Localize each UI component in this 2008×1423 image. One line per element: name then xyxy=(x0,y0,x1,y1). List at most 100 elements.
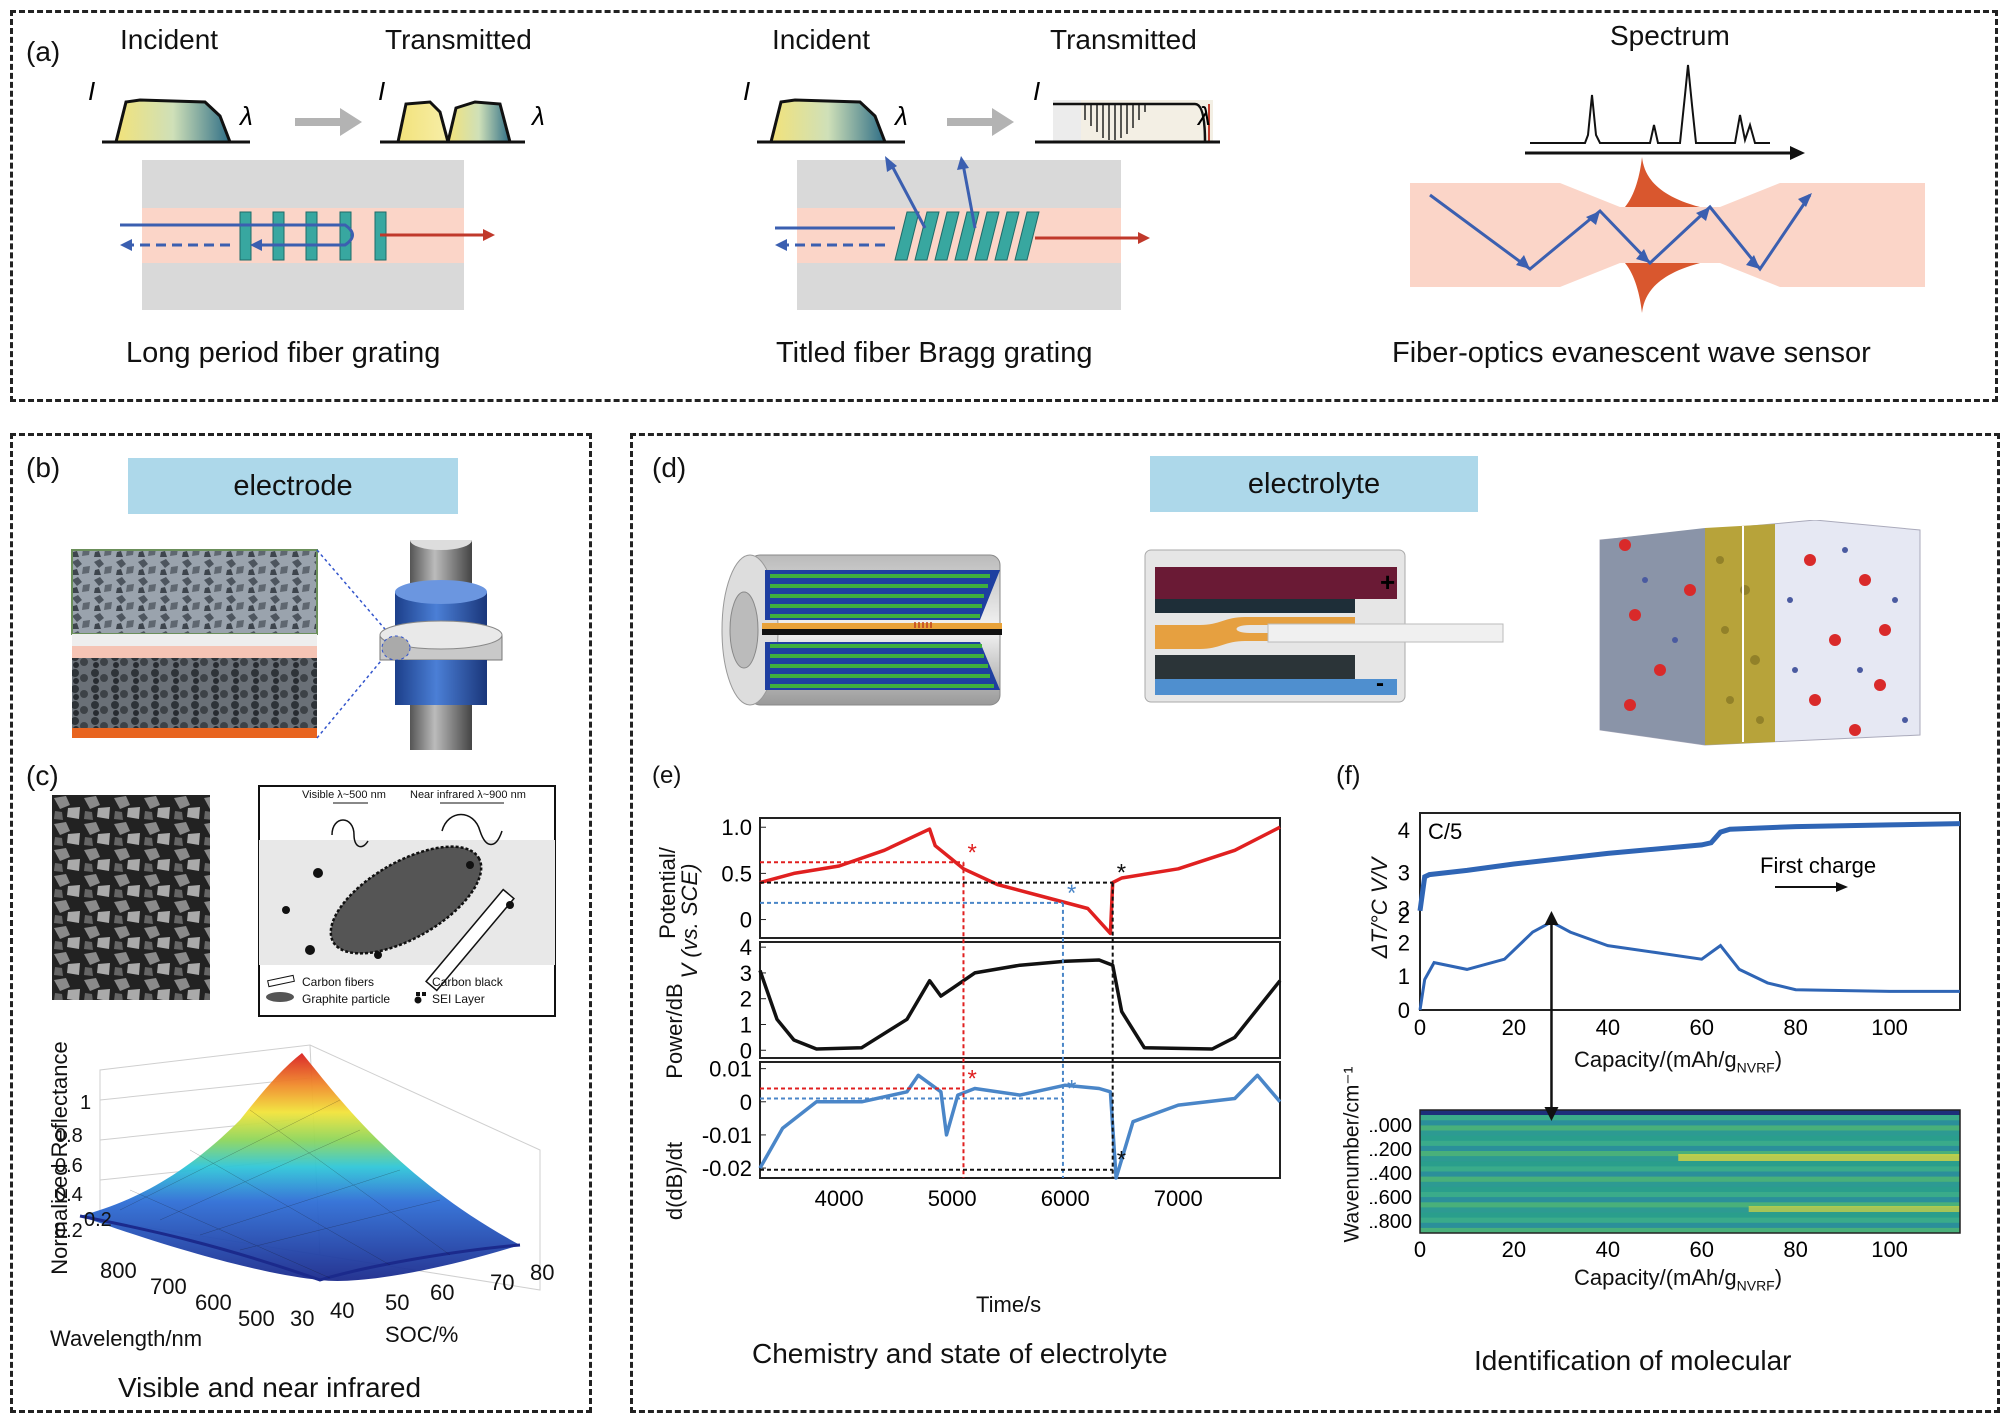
chart-e-xtick: 7000 xyxy=(1154,1186,1203,1211)
z-tick-5: 1 xyxy=(80,1092,92,1114)
chart-f-xtick-bottom: 20 xyxy=(1502,1237,1526,1262)
chart-f-heat-row xyxy=(1420,1145,1960,1152)
chart-f-heat-row xyxy=(1420,1212,1960,1219)
panel-bc xyxy=(10,433,592,1413)
y-tick-40: 40 xyxy=(330,1298,355,1323)
chart-f-heat-band xyxy=(1678,1154,1960,1161)
electrode-title: electrode xyxy=(128,458,458,514)
tfbg-diagram: I λ I λ xyxy=(743,76,1220,310)
visible-label: Visible λ~500 nm xyxy=(302,789,386,801)
chart-f-heat-row xyxy=(1420,1161,1960,1167)
chart-f-line-voltage xyxy=(1417,821,1961,912)
chart-f-ttick: 3 xyxy=(1398,896,1410,921)
lpfg-diagram: I λ I λ xyxy=(88,76,545,310)
chart-f-xtick-bottom: 0 xyxy=(1414,1237,1426,1262)
f-xlabel-top-main: Capacity/(mAh/g xyxy=(1574,1047,1737,1072)
chart-e-xtick: 5000 xyxy=(928,1186,977,1211)
panel-c-caption: Visible and near infrared xyxy=(118,1372,422,1403)
z-tick-3: 0.6 xyxy=(55,1155,83,1177)
panel-d-label: (d) xyxy=(652,452,687,483)
svg-text:λ: λ xyxy=(1196,101,1211,131)
x-tick-700: 700 xyxy=(150,1274,187,1299)
legend-sei: SEI Layer xyxy=(432,992,485,1006)
chart-e-star: * xyxy=(1067,880,1076,907)
chart-f-heat-row xyxy=(1420,1171,1960,1178)
chart-e-line-potential xyxy=(759,825,1281,936)
y-tick-80: 80 xyxy=(530,1260,555,1285)
chart-f-frame-top xyxy=(1419,812,1961,1011)
panel-f-caption: Identification of molecular xyxy=(1474,1345,1792,1376)
chart-e-ytick-derivative: -0.01 xyxy=(702,1123,752,1148)
chart-f-wntick: 1.200 xyxy=(1370,1139,1412,1161)
chart-f-xtick-top: 100 xyxy=(1871,1015,1908,1040)
y-tick-70: 70 xyxy=(490,1270,515,1295)
chart-f-link-head-top xyxy=(1544,911,1559,925)
svg-text:I: I xyxy=(378,76,385,106)
lpfg-transmitted-label: Transmitted xyxy=(385,24,532,55)
lpfg-axis-i: I xyxy=(88,76,95,106)
chart-f-heat-row xyxy=(1420,1176,1960,1183)
y-tick-30: 30 xyxy=(290,1306,315,1331)
tfbg-incident-label: Incident xyxy=(772,24,871,55)
f-xlabel-bottom-main: Capacity/(mAh/g xyxy=(1574,1265,1737,1290)
z-tick-4: 0.8 xyxy=(55,1125,83,1147)
chart-e-star: * xyxy=(1067,1075,1076,1102)
chart-f-heat-row xyxy=(1420,1207,1960,1213)
panel-e-caption: Chemistry and state of electrolyte xyxy=(752,1338,1168,1369)
electrolyte-cube xyxy=(1599,520,1921,746)
nir-label: Near infrared λ~900 nm xyxy=(410,789,526,801)
chart-f-heat-row xyxy=(1420,1217,1960,1224)
panel-b-label: (b) xyxy=(26,452,61,483)
tfbg-caption: Titled fiber Bragg grating xyxy=(776,337,1093,369)
f-xlabel-top-end: ) xyxy=(1774,1047,1783,1072)
chart-f-heat-band xyxy=(1748,1206,1960,1212)
chart-e-frame-derivative xyxy=(759,1061,1281,1179)
chart-e-frame-power xyxy=(759,941,1281,1059)
f-xlabel-top: Capacity/(mAh/gNVRF) xyxy=(1574,1047,1782,1075)
chart-f-heat-row xyxy=(1420,1186,1960,1193)
legend-carbon-black: Carbon black xyxy=(432,975,503,989)
chart-f-wntick: 1.400 xyxy=(1370,1163,1412,1185)
chart-f-wntick: 1.000 xyxy=(1370,1115,1412,1137)
chart-f-xtick-top: 60 xyxy=(1689,1015,1713,1040)
chart-e-xtick: 6000 xyxy=(1041,1186,1090,1211)
plus-sign: + xyxy=(1380,567,1395,597)
y-tick-60: 60 xyxy=(430,1280,455,1305)
z-tick-2: 0.4 xyxy=(55,1184,83,1206)
chart-f-wntick: 1.800 xyxy=(1370,1211,1412,1233)
chart-f-heat-row xyxy=(1420,1192,1960,1198)
f-xlabel-bottom-end: ) xyxy=(1774,1265,1783,1290)
z-tick-0: 0.2 xyxy=(84,1209,112,1231)
panel-f-label: (f) xyxy=(1336,760,1361,790)
chart-e-frame-potential xyxy=(759,817,1281,939)
chart-e-ytick-power: 1 xyxy=(740,1012,752,1037)
chart-e-line-power xyxy=(758,958,1282,1051)
chart-e-star: * xyxy=(1117,860,1126,887)
chart-f-xtick-bottom: 60 xyxy=(1689,1237,1713,1262)
chart-f-heatmap xyxy=(1420,1110,1960,1234)
chart-e-ytick-power: 2 xyxy=(740,987,752,1012)
soc-label: SOC/% xyxy=(385,1322,459,1347)
chart-f-heat-row xyxy=(1420,1166,1960,1172)
chart-f-xtick-bottom: 40 xyxy=(1596,1237,1620,1262)
x-tick-600: 600 xyxy=(195,1290,232,1315)
chart-f-heat-row xyxy=(1420,1115,1960,1121)
panel-a xyxy=(10,10,1998,402)
lpfg-caption: Long period fiber grating xyxy=(126,337,441,369)
lpfg-incident-label: Incident xyxy=(120,24,219,55)
fews-diagram xyxy=(1410,64,1925,313)
e-ylabel-2: Power/dB xyxy=(662,983,687,1079)
f-xlabel-bottom-sub: NVRF xyxy=(1736,1277,1775,1294)
chart-f-xtick-top: 40 xyxy=(1596,1015,1620,1040)
chart-e-ytick-derivative: -0.02 xyxy=(702,1156,752,1181)
particle-schematic xyxy=(258,785,556,1017)
chart-f-ttick: 2 xyxy=(1398,930,1410,955)
electrolyte-title: electrolyte xyxy=(1150,456,1478,512)
chart-e-ytick-potential: 0 xyxy=(740,908,752,933)
svg-text:λ: λ xyxy=(238,101,253,131)
chart-f-vtick: 3 xyxy=(1398,861,1410,886)
chart-f-link-head-bottom xyxy=(1544,1107,1559,1121)
chart-e-ytick-derivative: 0.01 xyxy=(709,1057,752,1082)
fews-spectrum-label: Spectrum xyxy=(1610,20,1730,51)
